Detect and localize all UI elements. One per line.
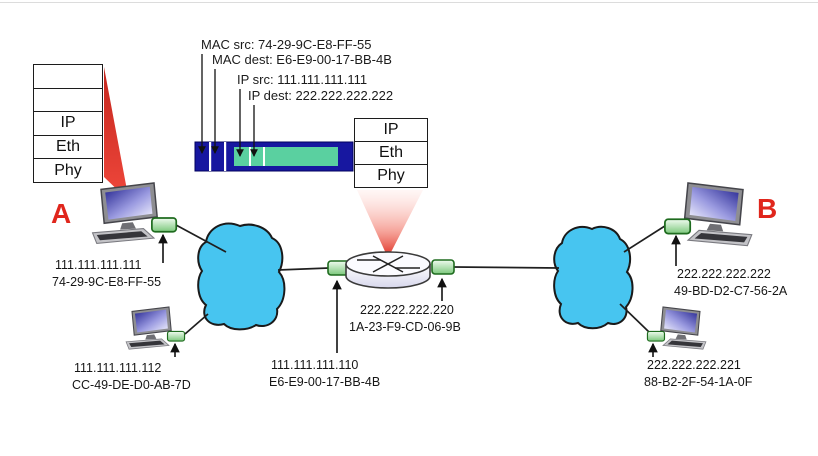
host-a-computer bbox=[91, 182, 178, 245]
host-b-letter: B bbox=[757, 193, 778, 224]
stack-row-ip: IP bbox=[383, 121, 399, 138]
link-cloud-right-to-host-b bbox=[623, 223, 669, 253]
highlight-beam-host-a bbox=[104, 67, 129, 201]
host-b2-computer bbox=[646, 306, 707, 350]
host-b-computer bbox=[664, 182, 753, 247]
frame-annotation-mac-src: MAC src: 74-29-9C-E8-FF-55 bbox=[201, 37, 372, 52]
payload-field-divider-1 bbox=[249, 147, 251, 166]
host-a2-computer bbox=[125, 306, 186, 350]
frame-annotation-mac-dest: MAC dest: E6-E9-00-17-BB-4B bbox=[212, 52, 392, 67]
host-a2-ip-label: 111.111.111.112 bbox=[74, 361, 162, 375]
frame-annotation-ip-dest: IP dest: 222.222.222.222 bbox=[248, 88, 394, 103]
frame-annotation-lines bbox=[198, 54, 258, 158]
top-hairline bbox=[0, 2, 818, 3]
stack-row-eth: Eth bbox=[355, 141, 427, 164]
router-right-ip-label: 222.222.222.220 bbox=[360, 303, 454, 317]
stack-row-eth: Eth bbox=[34, 134, 102, 159]
router-right-mac-label: 1A-23-F9-CD-06-9B bbox=[349, 320, 461, 334]
router bbox=[327, 251, 455, 289]
link-cloud-right-to-host-b2 bbox=[619, 303, 650, 333]
network-cloud-right bbox=[553, 225, 634, 330]
stack-row-phy: Phy bbox=[34, 158, 102, 182]
pointer-arrows bbox=[158, 233, 681, 357]
frame-field-divider-1 bbox=[209, 142, 212, 171]
network-cloud-left bbox=[197, 222, 286, 331]
router-switch-glyph bbox=[357, 255, 420, 273]
host-b2-ip-label: 222.222.222.221 bbox=[647, 358, 741, 372]
stack-row-empty-2 bbox=[34, 87, 102, 112]
link-host-a2-to-cloud-left bbox=[184, 313, 209, 335]
link-router-to-cloud-right bbox=[453, 266, 560, 269]
protocol-stack-host-a: IP Eth Phy bbox=[33, 64, 103, 183]
stack-row-phy: Phy bbox=[355, 164, 427, 187]
host-a-ip-label: 111.111.111.111 bbox=[55, 258, 142, 272]
router-left-ip-label: 111.111.111.110 bbox=[271, 358, 359, 372]
ethernet-frame-bar bbox=[194, 141, 354, 172]
frame-payload bbox=[234, 147, 338, 166]
frame-annotation-ip-src: IP src: 111.111.111.111 bbox=[237, 72, 368, 87]
stack-row-ip: IP bbox=[34, 111, 102, 135]
host-b-mac-label: 49-BD-D2-C7-56-2A bbox=[674, 284, 788, 298]
host-a-mac-label: 74-29-9C-E8-FF-55 bbox=[52, 275, 162, 289]
host-a2-mac-label: CC-49-DE-D0-AB-7D bbox=[72, 378, 191, 392]
link-host-a-to-cloud-left bbox=[175, 224, 227, 253]
host-a-letter: A bbox=[51, 198, 72, 229]
protocol-stack-router: IP Eth Phy bbox=[354, 118, 428, 188]
highlight-beam-router bbox=[357, 190, 423, 258]
stack-row-empty-1 bbox=[34, 65, 102, 88]
host-b-ip-label: 222.222.222.222 bbox=[677, 267, 771, 281]
frame-field-divider-2 bbox=[224, 142, 227, 171]
host-b2-mac-label: 88-B2-2F-54-1A-0F bbox=[644, 375, 753, 389]
router-left-mac-label: E6-E9-00-17-BB-4B bbox=[269, 375, 381, 389]
payload-field-divider-2 bbox=[263, 147, 265, 166]
router-right-interface bbox=[431, 259, 455, 275]
link-cloud-left-to-router bbox=[277, 267, 330, 271]
